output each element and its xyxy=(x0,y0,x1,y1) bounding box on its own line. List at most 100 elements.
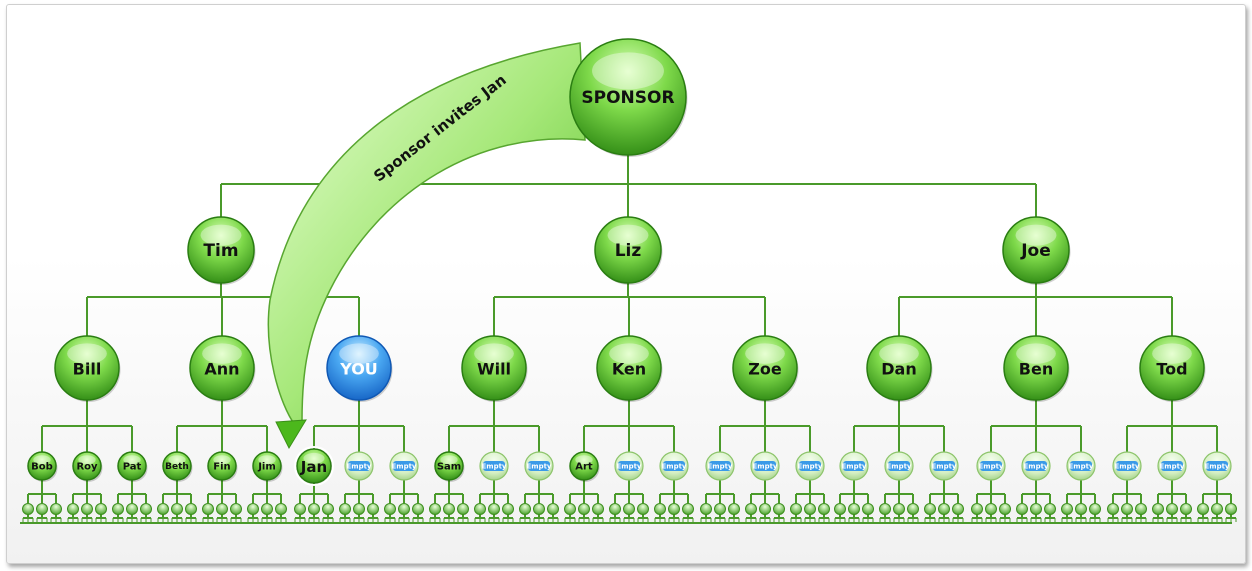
node-label: Dan xyxy=(881,360,916,379)
node-gloss xyxy=(168,455,186,465)
node-label: Empty xyxy=(1115,463,1140,471)
empty-slot[interactable]: Empty xyxy=(705,451,735,481)
level-4-node xyxy=(140,503,152,515)
level-4-node xyxy=(924,503,936,515)
level-4-node xyxy=(623,503,635,515)
node-circle xyxy=(189,335,255,401)
node-tim[interactable]: Tim xyxy=(187,216,256,285)
level-4-node xyxy=(22,503,34,515)
you-node[interactable]: YOU xyxy=(326,335,393,402)
level-4-node xyxy=(294,503,306,515)
empty-slot[interactable]: Empty xyxy=(1202,451,1232,481)
level-4-node xyxy=(339,503,351,515)
level-4-node xyxy=(443,503,455,515)
node-fin[interactable]: Fin xyxy=(207,451,238,482)
sponsor-node[interactable]: SPONSOR xyxy=(569,38,688,157)
empty-slot[interactable]: Empty xyxy=(344,451,374,481)
level-4-node xyxy=(1225,503,1237,515)
empty-slot[interactable]: Empty xyxy=(1021,451,1051,481)
level-4-nodes xyxy=(20,503,1237,524)
node-circle xyxy=(569,451,599,481)
level-4-node xyxy=(818,503,830,515)
node-zoe[interactable]: Zoe xyxy=(732,335,799,402)
node-label: Ben xyxy=(1019,360,1053,379)
empty-badge xyxy=(1161,461,1183,471)
node-joe[interactable]: Joe xyxy=(1002,216,1071,285)
level-4-node xyxy=(81,503,93,515)
empty-slot[interactable]: Empty xyxy=(524,451,554,481)
level-4-node xyxy=(938,503,950,515)
level-4-node xyxy=(952,503,964,515)
empty-slot[interactable]: Empty xyxy=(659,451,689,481)
node-label: Jan xyxy=(300,458,327,476)
node-ann[interactable]: Ann xyxy=(189,335,256,402)
empty-slot[interactable]: Empty xyxy=(795,451,825,481)
level-4-node xyxy=(1016,503,1028,515)
invite-arrow: Sponsor invites Jan xyxy=(267,42,586,450)
level-4-node xyxy=(848,503,860,515)
level-4-node xyxy=(1044,503,1056,515)
empty-slot[interactable]: Empty xyxy=(976,451,1006,481)
node-label: Empty xyxy=(1160,463,1185,471)
node-beth[interactable]: Beth xyxy=(162,451,193,482)
empty-badge xyxy=(663,461,685,471)
node-will[interactable]: Will xyxy=(461,335,528,402)
node-liz[interactable]: Liz xyxy=(594,216,663,285)
node-jan[interactable]: Jan xyxy=(294,446,334,486)
level-4-node xyxy=(700,503,712,515)
node-gloss xyxy=(1015,224,1057,246)
level-4-node xyxy=(609,503,621,515)
empty-slot[interactable]: Empty xyxy=(1112,451,1142,481)
level-4-node xyxy=(893,503,905,515)
node-roy[interactable]: Roy xyxy=(72,451,103,482)
node-tod[interactable]: Tod xyxy=(1139,335,1206,402)
level-4-node xyxy=(999,503,1011,515)
node-circle xyxy=(866,335,932,401)
node-art[interactable]: Art xyxy=(569,451,600,482)
node-dan[interactable]: Dan xyxy=(866,335,933,402)
node-pat[interactable]: Pat xyxy=(117,451,148,482)
node-label: Fin xyxy=(213,462,230,473)
level-4-node xyxy=(1152,503,1164,515)
empty-slot[interactable]: Empty xyxy=(750,451,780,481)
node-bill[interactable]: Bill xyxy=(54,335,121,402)
node-circle xyxy=(569,38,687,156)
level-4-node xyxy=(384,503,396,515)
level-4-node xyxy=(261,503,273,515)
empty-slot[interactable]: Empty xyxy=(1066,451,1096,481)
level-4-node xyxy=(95,503,107,515)
level-4-node xyxy=(185,503,197,515)
level-4-node xyxy=(429,503,441,515)
empty-slot[interactable]: Empty xyxy=(929,451,959,481)
level-4-node xyxy=(474,503,486,515)
node-sam[interactable]: Sam xyxy=(434,451,465,482)
empty-slot[interactable]: Empty xyxy=(614,451,644,481)
node-gloss xyxy=(33,455,51,465)
level-4-node xyxy=(1061,503,1073,515)
node-label: Zoe xyxy=(748,360,782,379)
empty-slot[interactable]: Empty xyxy=(884,451,914,481)
node-label: Empty xyxy=(708,463,733,471)
level-4-node xyxy=(668,503,680,515)
node-ben[interactable]: Ben xyxy=(1003,335,1070,402)
level-4-node xyxy=(547,503,559,515)
node-gloss xyxy=(303,452,325,464)
node-bob[interactable]: Bob xyxy=(27,451,58,482)
empty-badge xyxy=(1070,461,1092,471)
node-gloss xyxy=(213,455,231,465)
node-label: Empty xyxy=(482,463,507,471)
level-4-node xyxy=(879,503,891,515)
level-4-node xyxy=(398,503,410,515)
level-4-node xyxy=(971,503,983,515)
level-4-node xyxy=(519,503,531,515)
level-4-node xyxy=(502,503,514,515)
empty-slot[interactable]: Empty xyxy=(1157,451,1187,481)
empty-slot[interactable]: Empty xyxy=(479,451,509,481)
empty-slot[interactable]: Empty xyxy=(839,451,869,481)
empty-badge xyxy=(709,461,731,471)
node-label: Empty xyxy=(842,463,867,471)
node-jim[interactable]: Jim xyxy=(252,451,283,482)
empty-slot[interactable]: Empty xyxy=(389,451,419,481)
node-ken[interactable]: Ken xyxy=(596,335,663,402)
